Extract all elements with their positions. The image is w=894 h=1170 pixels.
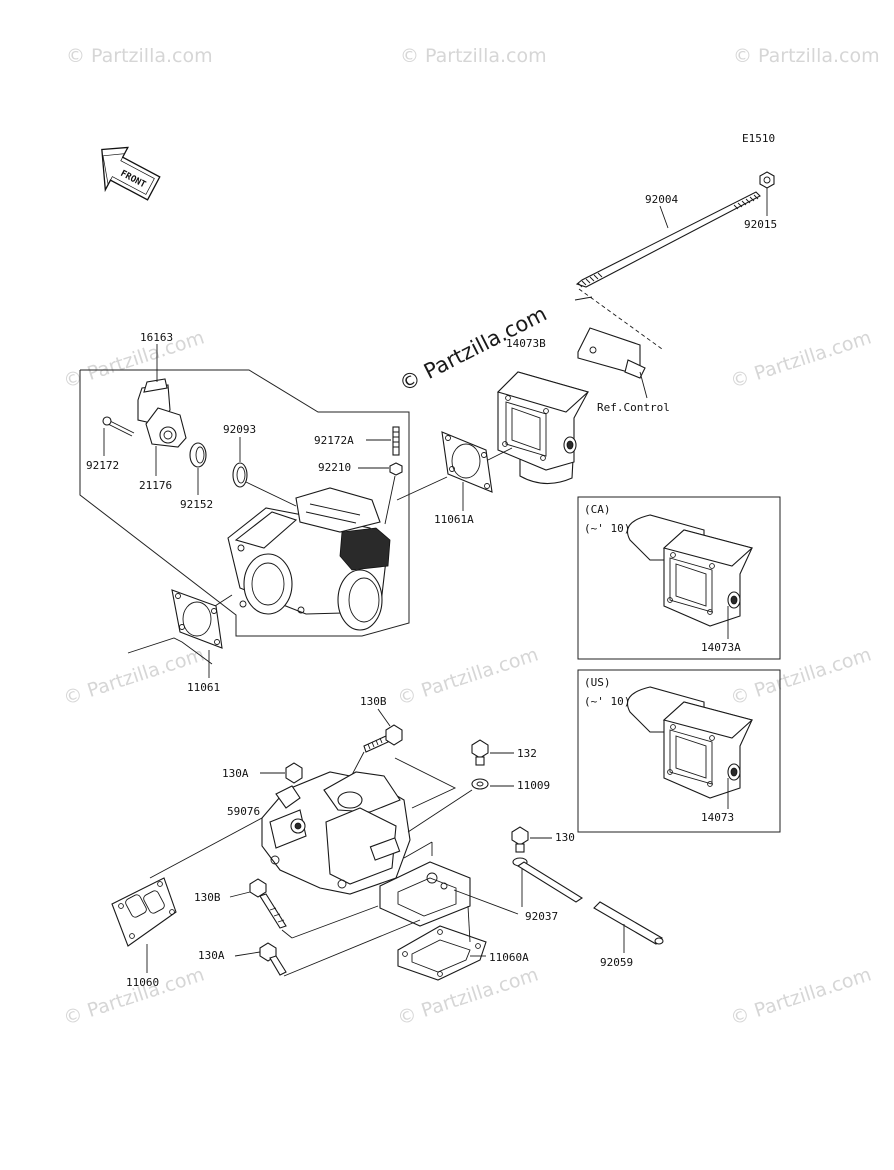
hose-92037 — [512, 857, 584, 903]
nut-92015 — [759, 171, 775, 189]
washer-11009 — [471, 778, 489, 790]
bolt-130B-top — [363, 724, 403, 753]
variant-ca-years: (~' 10) — [584, 522, 630, 535]
callout-130B-top: 130B — [360, 695, 387, 708]
o-ring-92093 — [232, 462, 248, 488]
callout-130A-bottom: 130A — [198, 949, 225, 962]
callout-11061A: 11061A — [434, 513, 474, 526]
nut-92210 — [389, 462, 403, 476]
variant-us-years: (~' 10) — [584, 695, 630, 708]
callout-14073: 14073 — [701, 811, 734, 824]
gasket-11061 — [171, 589, 223, 649]
watermark: © Partzilla.com — [400, 45, 547, 67]
callout-130B-bottom: 130B — [194, 891, 221, 904]
callout-16163: 16163 — [140, 331, 173, 344]
watermark: © Partzilla.com — [61, 644, 207, 710]
callout-92004: 92004 — [645, 193, 678, 206]
callout-11009: 11009 — [517, 779, 550, 792]
bolt-132 — [471, 739, 489, 766]
callout-92172A: 92172A — [314, 434, 354, 447]
variant-box-us — [577, 669, 781, 833]
bolt-130B-bottom — [249, 878, 287, 929]
callout-14073A: 14073A — [701, 641, 741, 654]
watermark: © Partzilla.com — [728, 644, 874, 710]
callout-92059: 92059 — [600, 956, 633, 969]
housing-14073 — [626, 686, 754, 799]
watermark: © Partzilla.com — [66, 45, 213, 67]
ref-control-label: Ref.Control — [597, 401, 670, 414]
callout-132: 132 — [517, 747, 537, 760]
callout-92210: 92210 — [318, 461, 351, 474]
gasket-11060A — [397, 925, 487, 981]
watermark: © Partzilla.com — [61, 327, 207, 393]
callout-59076: 59076 — [227, 805, 260, 818]
gasket-11060 — [111, 877, 177, 947]
hose-92059 — [593, 901, 664, 945]
callout-130A-top: 130A — [222, 767, 249, 780]
callout-92152: 92152 — [180, 498, 213, 511]
gasket-11061A — [441, 431, 493, 493]
stud-92004 — [575, 191, 761, 288]
variant-ca-region: (CA) — [584, 503, 611, 516]
watermark: © Partzilla.com — [728, 964, 874, 1030]
watermark: © Partzilla.com — [733, 45, 880, 67]
callout-11060: 11060 — [126, 976, 159, 989]
callout-21176: 21176 — [139, 479, 172, 492]
callout-14073B: 14073B — [506, 337, 546, 350]
front-arrow-icon: FRONT — [101, 146, 161, 201]
watermark: © Partzilla.com — [395, 644, 541, 710]
watermark: © Partzilla.com — [61, 964, 207, 1030]
assembly-frame-16163 — [79, 369, 410, 637]
callout-11061: 11061 — [187, 681, 220, 694]
callout-92015: 92015 — [744, 218, 777, 231]
watermark: © Partzilla.com — [728, 327, 874, 393]
intake-manifold — [261, 771, 471, 927]
callout-130: 130 — [555, 831, 575, 844]
callout-92093: 92093 — [223, 423, 256, 436]
variant-box-ca — [577, 496, 781, 660]
diagram-code: E1510 — [742, 132, 775, 145]
callout-11060A: 11060A — [489, 951, 529, 964]
bolt-130 — [511, 826, 529, 853]
housing-14073B — [496, 371, 590, 485]
bolt-130A-top — [285, 762, 303, 784]
bolt-130A-bottom — [259, 942, 287, 976]
ref-control-bracket — [577, 327, 646, 379]
screw-92172 — [102, 416, 135, 437]
housing-14073A — [626, 514, 754, 627]
stud-92172A — [392, 426, 400, 456]
callout-92172: 92172 — [86, 459, 119, 472]
callout-92037: 92037 — [525, 910, 558, 923]
clip-92152 — [189, 442, 207, 468]
throttle-body — [227, 487, 391, 631]
variant-us-region: (US) — [584, 676, 611, 689]
sensor-21176 — [137, 378, 187, 448]
watermark: © Partzilla.com — [395, 964, 541, 1030]
